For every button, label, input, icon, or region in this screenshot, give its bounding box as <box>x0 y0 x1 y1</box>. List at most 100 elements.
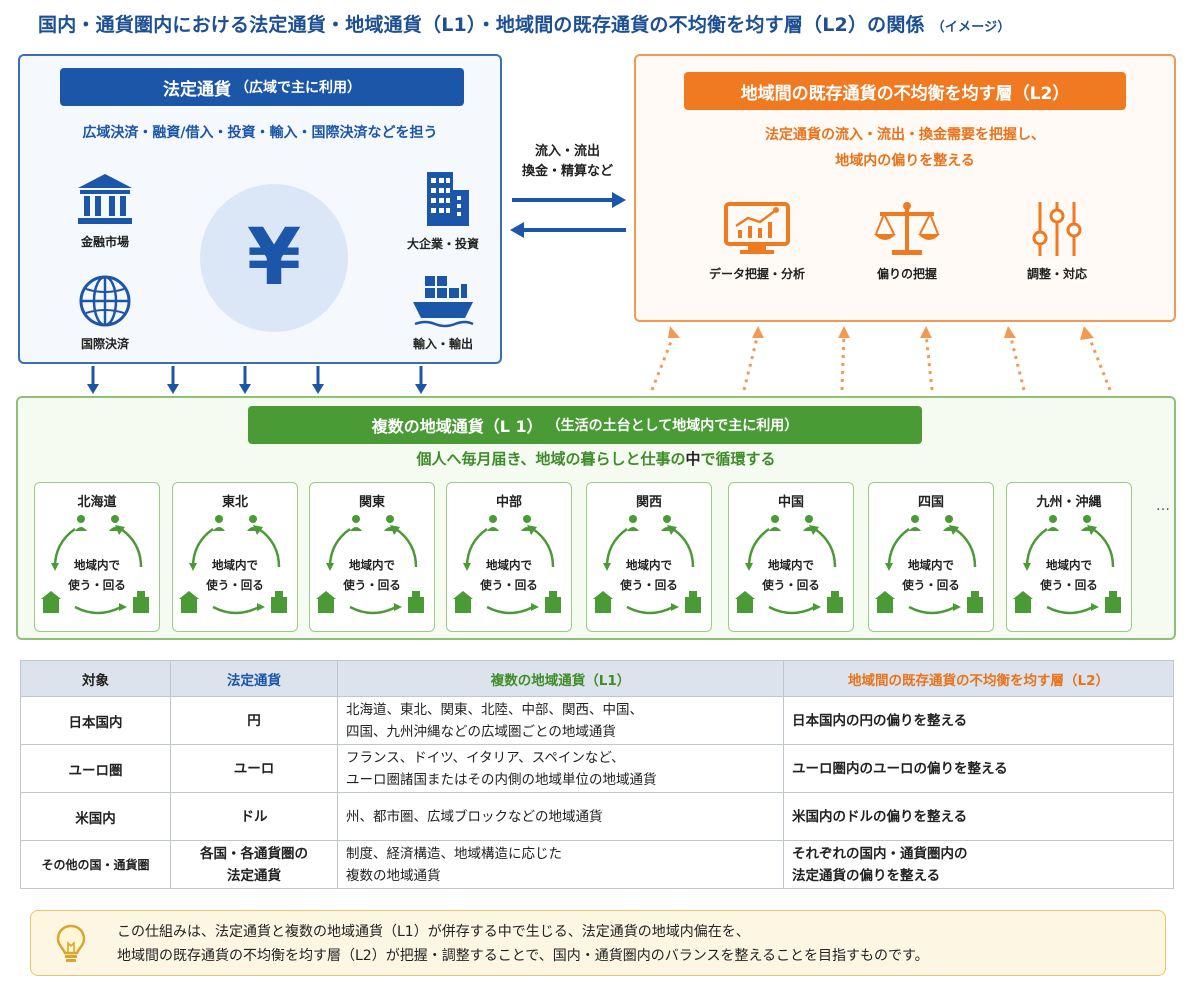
region-name: 東北 <box>221 495 248 510</box>
l1-header: 複数の地域通貨（L 1） （生活の土台として地域内で主に利用） <box>248 406 922 444</box>
circulation-label-line2: 使う・回る <box>68 578 126 592</box>
international-settlement-item: 国際決済 <box>60 274 150 352</box>
l1-header-title: 複数の地域通貨（L 1） <box>371 417 543 436</box>
circulation-label-line2: 使う・回る <box>206 578 264 592</box>
note-line1: この仕組みは、法定通貨と複数の地域通貨（L1）が併存する中で生じる、法定通貨の地… <box>117 924 750 940</box>
col-header-target: 対象 <box>20 660 171 697</box>
l2-description: 法定通貨の流入・流出・換金需要を把握し、 地域内の偏りを整える <box>636 122 1174 174</box>
l1-regional-currency-box: 複数の地域通貨（L 1） （生活の土台として地域内で主に利用） 個人へ毎月届き、… <box>16 396 1176 640</box>
large-company-label: 大企業・投資 <box>406 237 479 251</box>
circulation-label-line2: 使う・回る <box>902 578 960 592</box>
l1-description: 個人へ毎月届き、地域の暮らしと仕事の中で循環する <box>18 448 1174 469</box>
cell-l1-line: 州、都市圏、広域ブロックなどの地域通貨 <box>346 808 603 825</box>
table-row: その他の国・通貨圏各国・各通貨圏の法定通貨制度、経済構造、地域構造に応じた複数の… <box>20 840 1174 889</box>
cell-legal-tender: 各国・各通貨圏の法定通貨 <box>170 840 338 889</box>
region-name: 四国 <box>917 495 944 510</box>
circulation-label-line1: 地域内で <box>1046 558 1092 572</box>
l2-header: 地域間の既存通貨の不均衡を均す層（L2） <box>684 72 1126 110</box>
circulation-cycle-icon <box>453 515 561 615</box>
bank-icon <box>78 174 132 224</box>
title-main: 国内・通貨圏内における法定通貨・地域通貨（L1）・地域間の既存通貨の不均衡を均す… <box>38 14 925 36</box>
legal-to-l1-arrows <box>87 366 427 394</box>
arrow-right-head <box>612 192 626 208</box>
cell-l1-line: 四国、九州沖縄などの広域圏ごとの地域通貨 <box>346 723 616 740</box>
cell-legal-tender: 円 <box>170 696 338 745</box>
bias-detection-item: 偏りの把握 <box>832 200 982 282</box>
import-export-label: 輸入・輸出 <box>412 337 473 351</box>
table-header-row: 対象 法定通貨 複数の地域通貨（L1） 地域間の既存通貨の不均衡を均す層（L2） <box>20 660 1174 697</box>
circulation-label-line2: 使う・回る <box>480 578 538 592</box>
import-export-item: 輸入・輸出 <box>388 272 498 352</box>
cell-target: ユーロ圏 <box>20 744 171 793</box>
circulation-label-line1: 地域内で <box>486 558 532 572</box>
flow-label: 流入・流出 換金・精算など <box>505 142 630 182</box>
cell-l1-line: 北海道、東北、関東、北陸、中部、関西、中国、 <box>346 701 643 718</box>
region-name: 関東 <box>358 495 385 510</box>
cell-legal-tender-line: ドル <box>240 808 268 825</box>
data-analysis-label: データ把握・分析 <box>708 267 805 281</box>
circulation-label: 地域内で使う・回る <box>35 555 159 595</box>
region-name: 中国 <box>777 495 804 510</box>
region-card: 中部地域内で使う・回る <box>446 482 572 632</box>
note-text: この仕組みは、法定通貨と複数の地域通貨（L1）が併存する中で生じる、法定通貨の地… <box>117 920 1157 968</box>
col-header-l1: 複数の地域通貨（L1） <box>337 660 784 697</box>
region-name: 北海道 <box>77 495 117 510</box>
cell-legal-tender-line: 各国・各通貨圏の <box>200 845 308 862</box>
title-sub: （イメージ） <box>931 20 1011 35</box>
region-name: 九州・沖縄 <box>1036 495 1102 510</box>
legal-tender-subtitle: （広域で主に利用） <box>235 80 361 96</box>
l1-description-pre: 個人へ毎月届き、地域の暮らしと仕事の <box>416 450 686 468</box>
circulation-label-line1: 地域内で <box>768 558 814 572</box>
l2-description-line2: 地域内の偏りを整える <box>835 153 975 169</box>
l2-description-line1: 法定通貨の流入・流出・換金需要を把握し、 <box>765 127 1045 143</box>
more-regions-ellipsis: … <box>1156 498 1170 514</box>
circulation-label: 地域内で使う・回る <box>729 555 853 595</box>
table-row: ユーロ圏ユーロフランス、ドイツ、イタリア、スペインなど、ユーロ圏諸国またはその内… <box>20 744 1174 793</box>
cell-l2: それぞれの国内・通貨圏内の法定通貨の偏りを整える <box>783 840 1174 889</box>
cell-target: その他の国・通貨圏 <box>20 840 171 889</box>
region-card: 東北地域内で使う・回る <box>172 482 298 632</box>
circulation-label-line2: 使う・回る <box>620 578 678 592</box>
legal-tender-header: 法定通貨 （広域で主に利用） <box>60 68 464 106</box>
arrow-left-head <box>510 222 524 238</box>
flow-label-line1: 流入・流出 <box>534 144 600 159</box>
cell-l2-line: 法定通貨の偏りを整える <box>792 867 941 884</box>
cell-l2-line: 米国内のドルの偏りを整える <box>792 808 968 825</box>
yen-icon: ¥ <box>200 184 348 332</box>
financial-market-label: 金融市場 <box>80 235 129 249</box>
cell-legal-tender-line: 法定通貨 <box>227 867 281 884</box>
cell-l2: ユーロ圏内のユーロの偏りを整える <box>783 744 1174 793</box>
circulation-cycle-icon <box>41 515 149 615</box>
circulation-label: 地域内で使う・回る <box>310 555 434 595</box>
cell-l2-line: ユーロ圏内のユーロの偏りを整える <box>792 760 1008 777</box>
circulation-cycle-icon <box>316 515 424 615</box>
circulation-label-line2: 使う・回る <box>762 578 820 592</box>
circulation-label-line2: 使う・回る <box>1040 578 1098 592</box>
note-line2: 地域間の既存通貨の不均衡を均す層（L2）が把握・調整することで、国内・通貨圏内の… <box>117 948 929 964</box>
lightbulb-icon <box>56 924 86 962</box>
l1-header-subtitle: （生活の土台として地域内で主に利用） <box>546 418 799 434</box>
cargo-ship-icon <box>413 276 474 328</box>
region-name: 中部 <box>495 495 522 510</box>
cell-l1: フランス、ドイツ、イタリア、スペインなど、ユーロ圏諸国またはその内側の地域単位の… <box>337 744 784 793</box>
l1-description-post: で循環する <box>700 450 776 468</box>
circulation-cycle-icon <box>179 515 287 615</box>
cell-legal-tender: ドル <box>170 792 338 841</box>
adjustment-label: 調整・対応 <box>1026 267 1087 281</box>
circulation-cycle-icon <box>735 515 843 615</box>
financial-market-item: 金融市場 <box>60 172 150 250</box>
cell-l1-line: 制度、経済構造、地域構造に応じた <box>346 845 562 862</box>
legal-tender-description: 広域決済・融資/借入・投資・輸入・国際決済などを担う <box>82 125 438 141</box>
region-card: 関西地域内で使う・回る <box>586 482 712 632</box>
circulation-cycle-icon <box>1013 515 1121 615</box>
circulation-label-line2: 使う・回る <box>343 578 401 592</box>
cell-target: 日本国内 <box>20 696 171 745</box>
legal-tender-box: 法定通貨 （広域で主に利用） 広域決済・融資/借入・投資・輸入・国際決済などを担… <box>18 54 502 364</box>
adjustment-item: 調整・対応 <box>982 200 1132 282</box>
cell-l1-line: フランス、ドイツ、イタリア、スペインなど、 <box>346 749 625 766</box>
note-box: この仕組みは、法定通貨と複数の地域通貨（L1）が併存する中で生じる、法定通貨の地… <box>30 910 1166 976</box>
cell-l2: 米国内のドルの偏りを整える <box>783 792 1174 841</box>
cell-l2-line: それぞれの国内・通貨圏内の <box>792 845 968 862</box>
comparison-table: 対象 法定通貨 複数の地域通貨（L1） 地域間の既存通貨の不均衡を均す層（L2）… <box>20 660 1174 889</box>
table-body: 日本国内円北海道、東北、関東、北陸、中部、関西、中国、四国、九州沖縄などの広域圏… <box>20 696 1174 889</box>
